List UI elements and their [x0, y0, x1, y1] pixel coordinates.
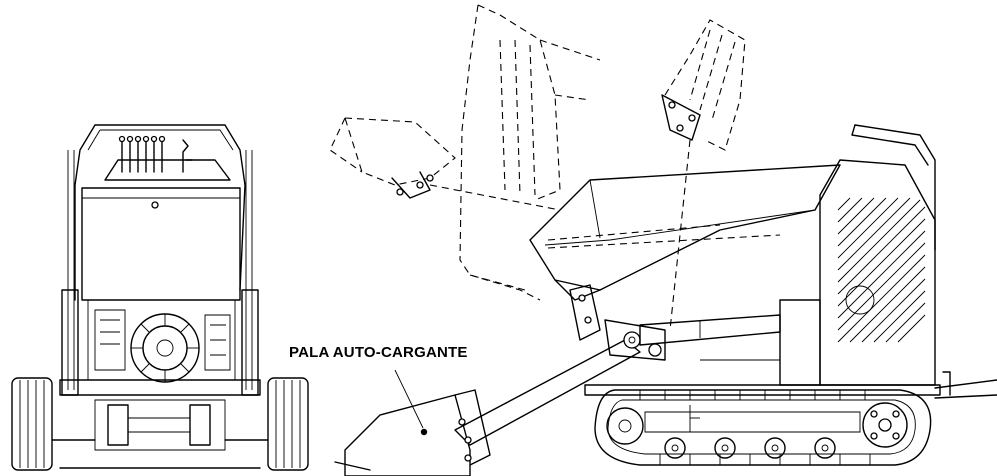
- engine-hood: [819, 159, 936, 386]
- front-view: [11, 124, 309, 471]
- engine-grille: [837, 197, 926, 343]
- right-track-front: [267, 377, 309, 471]
- road-wheels: [664, 437, 836, 459]
- front-roll-frame: [74, 124, 246, 301]
- callout-point: [420, 428, 428, 436]
- idler-wheel: [606, 407, 644, 445]
- drive-sprocket: [862, 402, 908, 448]
- left-track-front: [11, 377, 53, 471]
- dump-bed: [529, 164, 841, 291]
- control-panel: [104, 159, 231, 181]
- crawler-track: [594, 389, 932, 466]
- control-levers: [118, 135, 193, 173]
- bucket-position-vertical: [459, 4, 601, 301]
- front-body-panel: [81, 187, 241, 301]
- callout-leader: [394, 369, 424, 429]
- callout-label-self-loading-shovel: PALA AUTO-CARGANTE: [289, 344, 468, 361]
- side-view: [329, 4, 997, 476]
- loader-bucket: [344, 394, 471, 476]
- bucket-position-raised-left: [329, 117, 561, 211]
- bucket-position-raised-right: [661, 19, 746, 331]
- handle-bar: [854, 124, 936, 251]
